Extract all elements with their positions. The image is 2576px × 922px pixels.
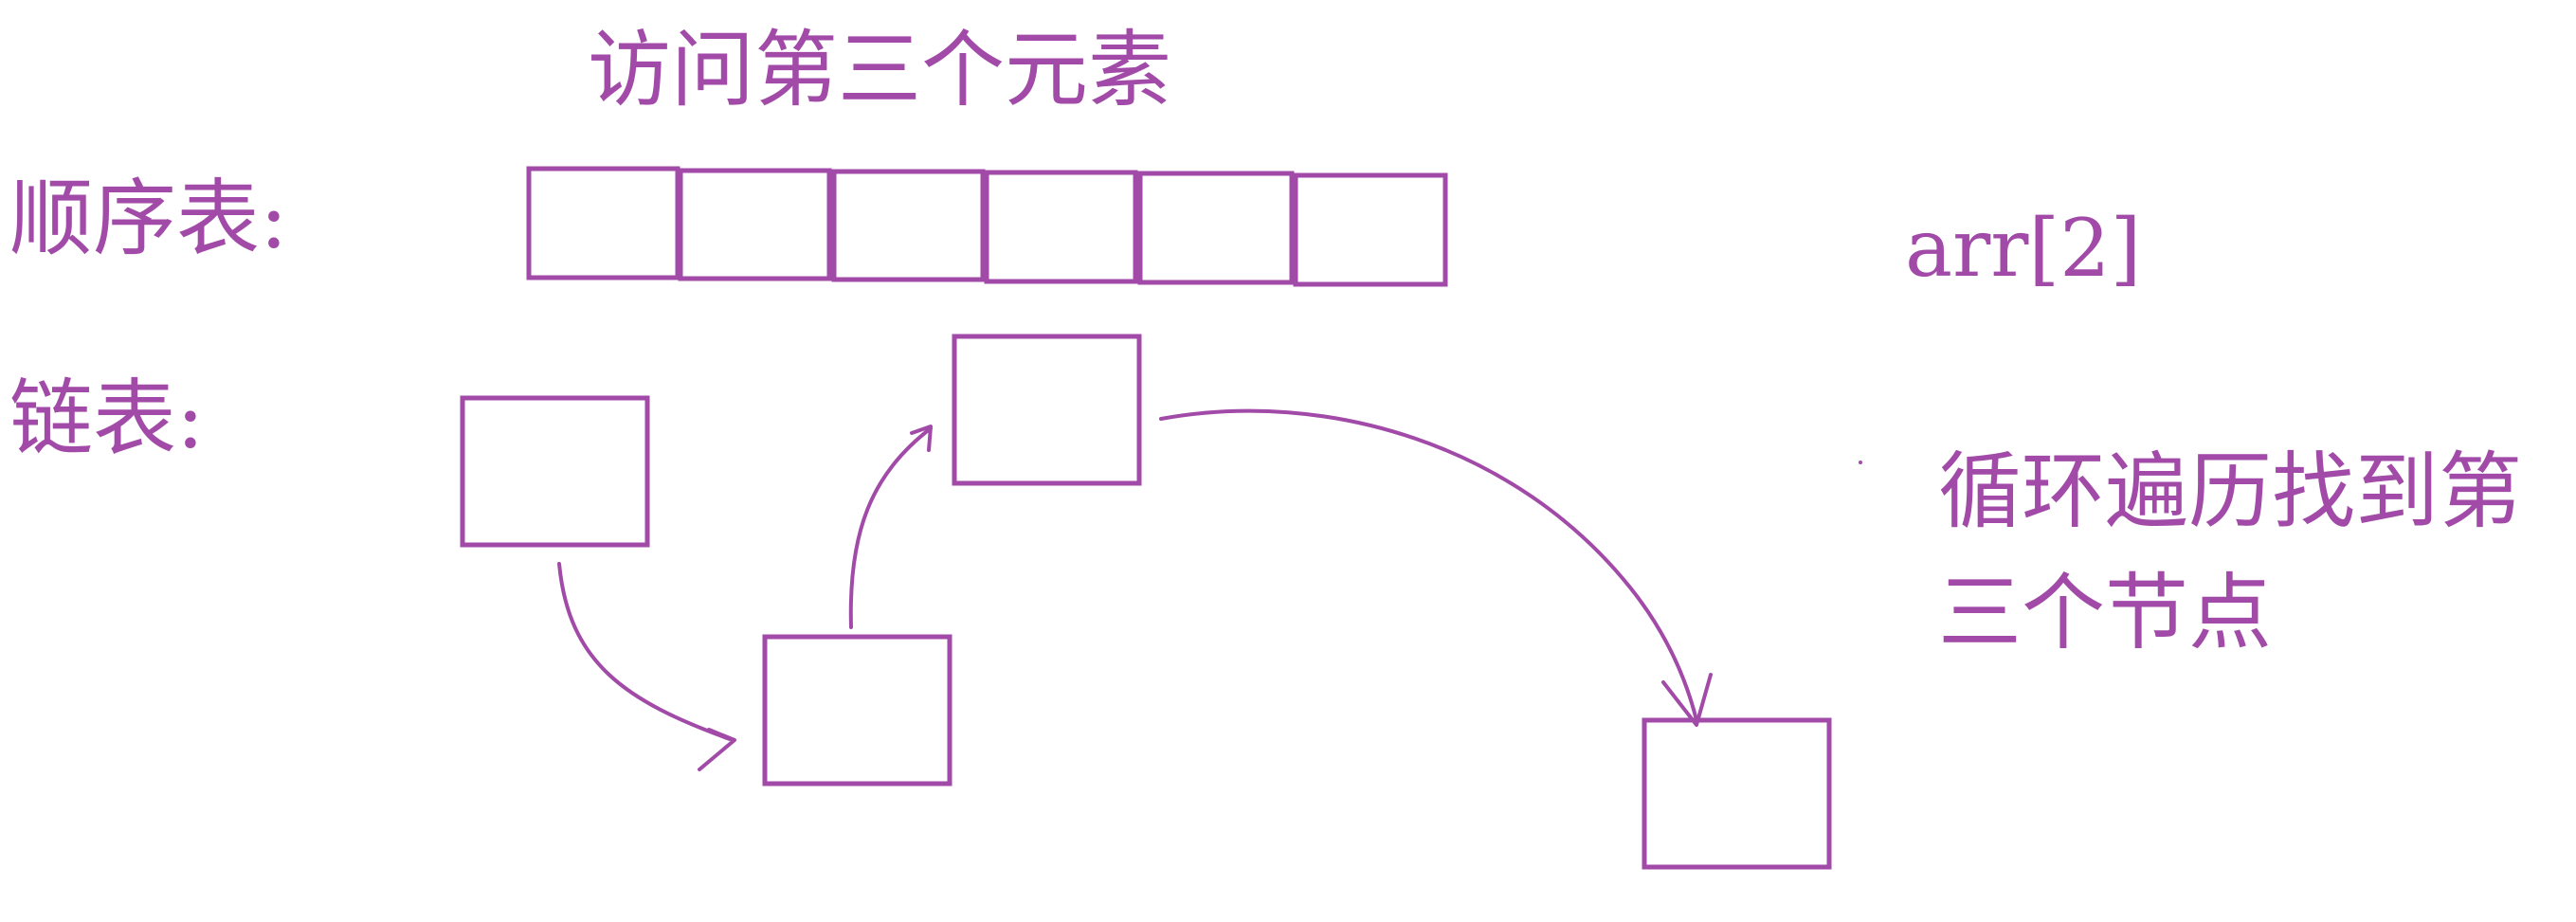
arrow-node2-to-node3 — [848, 425, 933, 629]
array-cell — [1137, 171, 1295, 285]
diagram-title: 访问第三个元素 — [588, 21, 1172, 118]
linked-list-arrows — [557, 408, 1713, 771]
stray-dot — [1859, 461, 1862, 464]
array-access-expression: arr[2] — [1905, 202, 2142, 295]
arrow-node3-to-node4 — [1159, 408, 1713, 727]
array-cell — [831, 169, 986, 282]
array-cell — [526, 166, 680, 280]
linked-list-nodes — [460, 334, 1832, 870]
linked-list-node-3 — [952, 334, 1142, 486]
linked-list-label: 链表: — [9, 370, 205, 467]
traversal-note-line-1: 循环遍历找到第 — [1938, 443, 2523, 540]
linked-list-node-4 — [1642, 717, 1832, 870]
array-cell — [984, 170, 1138, 284]
sequential-list-label: 顺序表: — [9, 170, 288, 267]
array-cell — [1293, 172, 1448, 287]
linked-list-node-1 — [460, 395, 650, 548]
linked-list-node-2 — [762, 634, 952, 786]
traversal-note-line-2: 三个节点 — [1938, 564, 2273, 661]
sequential-list-array — [526, 166, 1448, 287]
array-cell — [678, 168, 832, 281]
arrow-node1-to-node2 — [557, 562, 736, 771]
